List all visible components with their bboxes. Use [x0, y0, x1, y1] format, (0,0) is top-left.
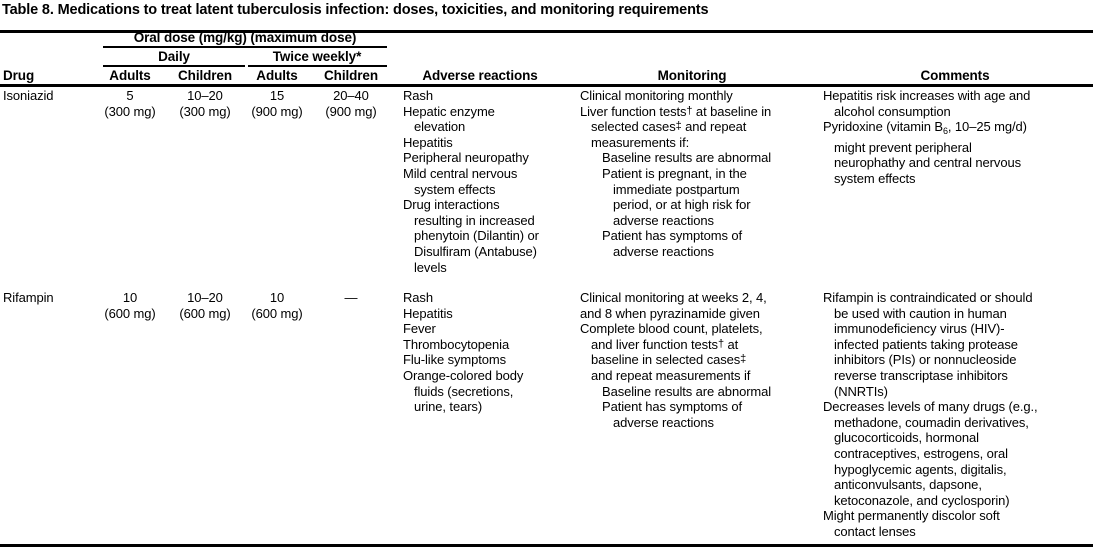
column-header-twice-adults: Adults	[256, 68, 298, 83]
text-line: Hepatitis risk increases with age and	[823, 88, 1031, 103]
column-header-daily-adults: Adults	[109, 68, 151, 83]
text-line: Clinical monitoring at weeks 2, 4,	[580, 290, 767, 305]
text-line: Fever	[403, 321, 436, 337]
text-line: fluids (secretions,	[414, 383, 514, 399]
text-line: Peripheral neuropathy	[403, 150, 529, 166]
page-title: Table 8. Medications to treat latent tub…	[2, 2, 709, 18]
text-line: ketoconazole, and cyclosporin)	[834, 492, 1010, 508]
text-line: Drug interactions	[403, 197, 500, 213]
text-line: Mild central nervous	[403, 165, 518, 181]
text-line: contact lenses	[834, 523, 916, 539]
text-line: system effects	[834, 170, 916, 186]
cell-twice-adults: 10 (600 mg)	[251, 290, 303, 321]
column-group-daily: Daily	[158, 49, 190, 64]
text-line: Disulfiram (Antabuse)	[414, 243, 537, 259]
table-row: Isoniazid	[3, 88, 54, 104]
text-line: might prevent peripheral	[834, 139, 972, 155]
rule-daily-span	[103, 65, 245, 67]
text-line: system effects	[414, 181, 496, 197]
text-line: Baseline results are abnormal	[602, 383, 772, 399]
cell-monitoring: Clinical monitoring at weeks 2, 4,and 8 …	[580, 290, 822, 430]
cell-drug-name: Rifampin	[3, 290, 54, 305]
rule-twice-weekly-span	[248, 65, 387, 67]
column-header-daily-children: Children	[178, 68, 232, 83]
text-line: and repeat measurements if	[591, 367, 751, 383]
text-line: selected cases‡ and repeat	[591, 119, 747, 135]
cell-daily-adults: 10 (600 mg)	[104, 290, 156, 321]
cell-twice-children: —	[344, 290, 358, 305]
text-line: adverse reactions	[613, 414, 714, 430]
table-row: Rifampin	[3, 290, 54, 306]
column-group-twice-weekly: Twice weekly*	[272, 49, 362, 64]
text-line: Pyridoxine (vitamin B6, 10–25 mg/d)	[823, 119, 1027, 137]
text-line: Complete blood count, platelets,	[580, 321, 763, 337]
text-line: Decreases levels of many drugs (e.g.,	[823, 399, 1038, 415]
text-line: reverse transcriptase inhibitors	[834, 367, 1008, 383]
text-line: Orange-colored body	[403, 367, 524, 383]
text-line: measurements if:	[591, 134, 690, 150]
text-line: elevation	[414, 119, 466, 135]
rule-oral-dose-span	[103, 46, 387, 48]
rule-table-top	[0, 30, 1093, 33]
text-line: immediate postpartum	[613, 181, 740, 197]
rule-table-bottom	[0, 544, 1093, 547]
column-header-drug: Drug	[3, 68, 35, 83]
text-line: Rash	[403, 88, 433, 103]
column-header-comments: Comments	[920, 68, 990, 83]
column-header-adverse-reactions: Adverse reactions	[422, 68, 538, 83]
text-line: Might permanently discolor soft	[823, 508, 1000, 524]
text-line: resulting in increased	[414, 212, 535, 228]
text-line: Hepatic enzyme	[403, 103, 495, 119]
text-line: phenytoin (Dilantin) or	[414, 228, 539, 244]
text-line: infected patients taking protease	[834, 336, 1018, 352]
cell-daily-children: 10–20 (300 mg)	[179, 88, 231, 119]
text-line: adverse reactions	[613, 243, 714, 259]
text-line: immunodeficiency virus (HIV)-	[834, 321, 1005, 337]
text-line: and liver function tests† at	[591, 336, 739, 352]
cell-daily-children: 10–20 (600 mg)	[179, 290, 231, 321]
text-line: glucocorticoids, hormonal	[834, 430, 979, 446]
text-line: (NNRTIs)	[834, 383, 888, 399]
text-line: Hepatitis	[403, 134, 453, 150]
column-header-twice-children: Children	[324, 68, 378, 83]
text-line: Hepatitis	[403, 305, 453, 321]
text-line: Thrombocytopenia	[403, 336, 510, 352]
text-line: adverse reactions	[613, 212, 714, 228]
text-line: Rifampin is contraindicated or should	[823, 290, 1033, 305]
text-line: period, or at high risk for	[613, 197, 751, 213]
text-line: Flu-like symptoms	[403, 352, 507, 368]
text-line: inhibitors (PIs) or nonnucleoside	[834, 352, 1017, 368]
text-line: Liver function tests† at baseline in	[580, 103, 772, 119]
cell-daily-adults: 5 (300 mg)	[104, 88, 156, 119]
text-line: and 8 when pyrazinamide given	[580, 305, 760, 321]
text-line: neurophathy and central nervous	[834, 155, 1021, 171]
text-line: methadone, coumadin derivatives,	[834, 414, 1029, 430]
cell-twice-adults: 15 (900 mg)	[251, 88, 303, 119]
text-line: Rash	[403, 290, 433, 305]
text-line: levels	[414, 259, 447, 275]
cell-drug-name: Isoniazid	[3, 88, 54, 103]
text-line: alcohol consumption	[834, 103, 951, 119]
text-line: be used with caution in human	[834, 305, 1007, 321]
text-line: Patient has symptoms of	[602, 228, 743, 244]
column-group-oral-dose: Oral dose (mg/kg) (maximum dose)	[133, 30, 357, 45]
text-line: Clinical monitoring monthly	[580, 88, 733, 103]
text-line: hypoglycemic agents, digitalis,	[834, 461, 1007, 477]
text-line: Patient is pregnant, in the	[602, 165, 747, 181]
text-line: urine, tears)	[414, 399, 483, 415]
text-line: Baseline results are abnormal	[602, 150, 772, 166]
column-header-monitoring: Monitoring	[657, 68, 727, 83]
text-line: anticonvulsants, dapsone,	[834, 477, 982, 493]
cell-twice-children: 20–40 (900 mg)	[325, 88, 377, 119]
text-line: Patient has symptoms of	[602, 399, 743, 415]
text-line: contraceptives, estrogens, oral	[834, 445, 1008, 461]
text-line: baseline in selected cases‡	[591, 352, 747, 368]
rule-header-bottom	[0, 84, 1093, 87]
